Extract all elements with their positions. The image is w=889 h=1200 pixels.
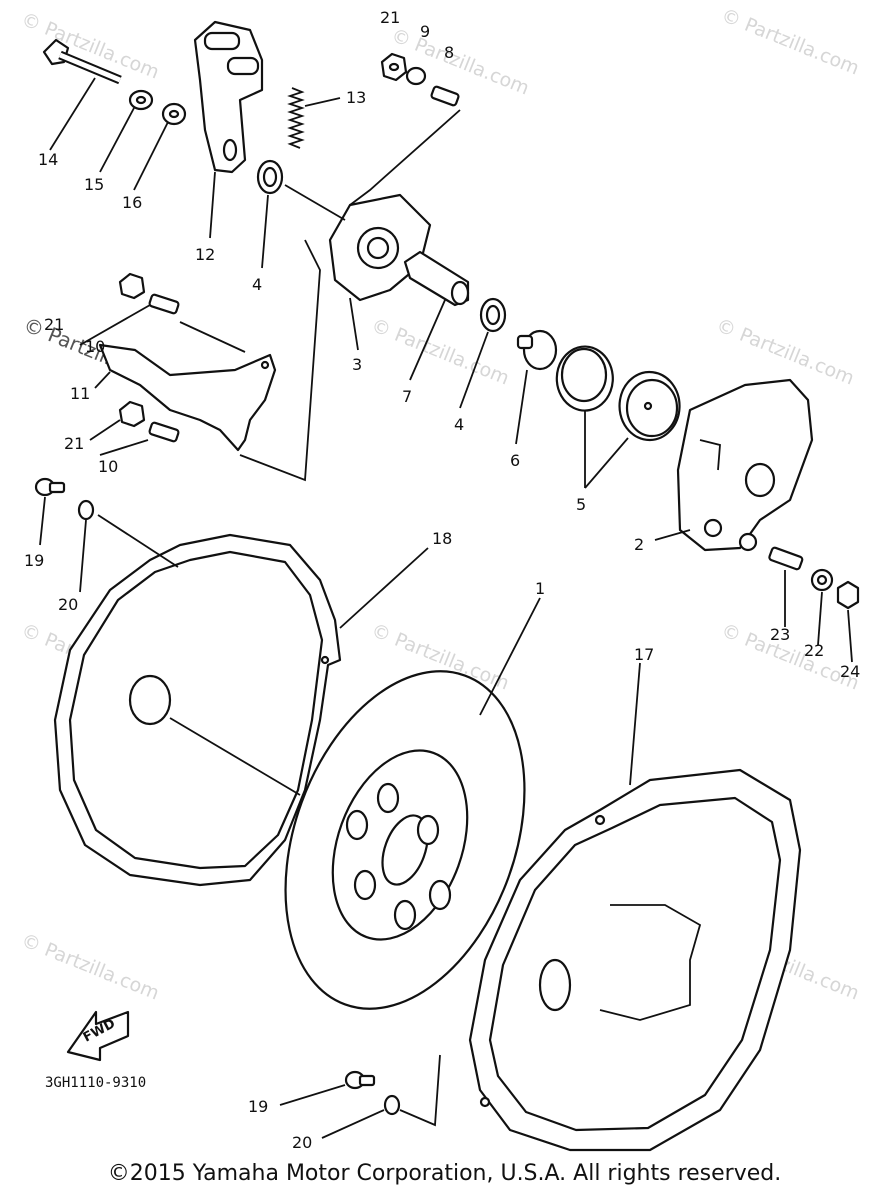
label-16: 16 — [122, 193, 142, 212]
label-8: 8 — [444, 43, 454, 62]
label-6: 6 — [510, 451, 520, 470]
washer-9 — [405, 66, 427, 86]
bracket-3 — [328, 193, 432, 302]
watermark: © Partzilla.com — [713, 314, 857, 389]
label-9: 9 — [420, 22, 430, 41]
fwd-arrow: FWD — [66, 1010, 130, 1062]
stud-10-lower — [148, 421, 180, 443]
washer-16 — [161, 102, 187, 126]
piston-5a — [555, 345, 614, 412]
label-19: 19 — [248, 1097, 268, 1116]
label-17: 17 — [634, 645, 654, 664]
nut-21-top — [380, 52, 408, 82]
piston-5b — [618, 370, 681, 442]
label-14: 14 — [38, 150, 58, 169]
washer-20-bottom — [383, 1094, 401, 1116]
label-18: 18 — [432, 529, 452, 548]
exploded-parts-diagram: © Partzilla.com © Partzilla.com © Partzi… — [18, 4, 862, 1152]
label-12: 12 — [195, 245, 215, 264]
washer-20-left — [77, 499, 95, 521]
bolt-14 — [42, 38, 122, 85]
part-labels: 21 9 8 13 14 15 16 12 4 3 7 4 6 5 2 21 1… — [24, 8, 860, 1152]
camshaft-7 — [403, 250, 470, 307]
label-4: 4 — [252, 275, 262, 294]
spring-13 — [287, 87, 305, 149]
label-21: 21 — [64, 434, 84, 453]
nut-24 — [836, 580, 860, 610]
copyright-notice: ©2015 Yamaha Motor Corporation, U.S.A. A… — [107, 1161, 782, 1186]
stud-8 — [430, 85, 460, 107]
label-3: 3 — [352, 355, 362, 374]
bolt-19-left — [34, 477, 66, 497]
oil-seal-4-right — [479, 297, 507, 333]
label-15: 15 — [84, 175, 104, 194]
watermark: © Partzilla.com — [18, 929, 162, 1004]
label-19: 19 — [24, 551, 44, 570]
label-7: 7 — [402, 387, 412, 406]
label-23: 23 — [770, 625, 790, 644]
label-21: 21 — [380, 8, 400, 27]
bolt-19-bottom — [344, 1070, 376, 1090]
leader-lines — [39, 77, 853, 1139]
stud-23 — [768, 546, 804, 571]
caliper-body-2 — [676, 378, 814, 552]
guard-plate-11 — [98, 343, 277, 452]
stud-10-upper — [148, 293, 180, 315]
catalog-code: 3GH1110-9310 — [45, 1075, 146, 1091]
oil-seal-4-top — [256, 159, 284, 195]
label-5: 5 — [576, 495, 586, 514]
label-13: 13 — [346, 88, 366, 107]
label-4: 4 — [454, 415, 464, 434]
washer-22 — [810, 568, 834, 592]
nut-21-left-lower — [118, 400, 146, 428]
watermark: © Partzilla.com — [718, 4, 862, 79]
label-20: 20 — [58, 595, 78, 614]
guard-17 — [468, 768, 802, 1152]
label-1: 1 — [535, 579, 545, 598]
label-2: 2 — [634, 535, 644, 554]
watermark: © Partzilla.com — [388, 24, 532, 99]
nut-15 — [128, 89, 154, 111]
pin-6 — [516, 329, 558, 371]
label-10: 10 — [85, 337, 105, 356]
label-24: 24 — [840, 662, 860, 681]
label-20: 20 — [292, 1133, 312, 1152]
cover-18 — [53, 533, 342, 887]
label-22: 22 — [804, 641, 824, 660]
label-11: 11 — [70, 384, 90, 403]
brake-disc-1 — [284, 670, 526, 1010]
nut-21-left-upper — [118, 272, 146, 300]
label-10: 10 — [98, 457, 118, 476]
label-21: 21 — [44, 315, 64, 334]
brake-lever-12 — [193, 20, 264, 174]
